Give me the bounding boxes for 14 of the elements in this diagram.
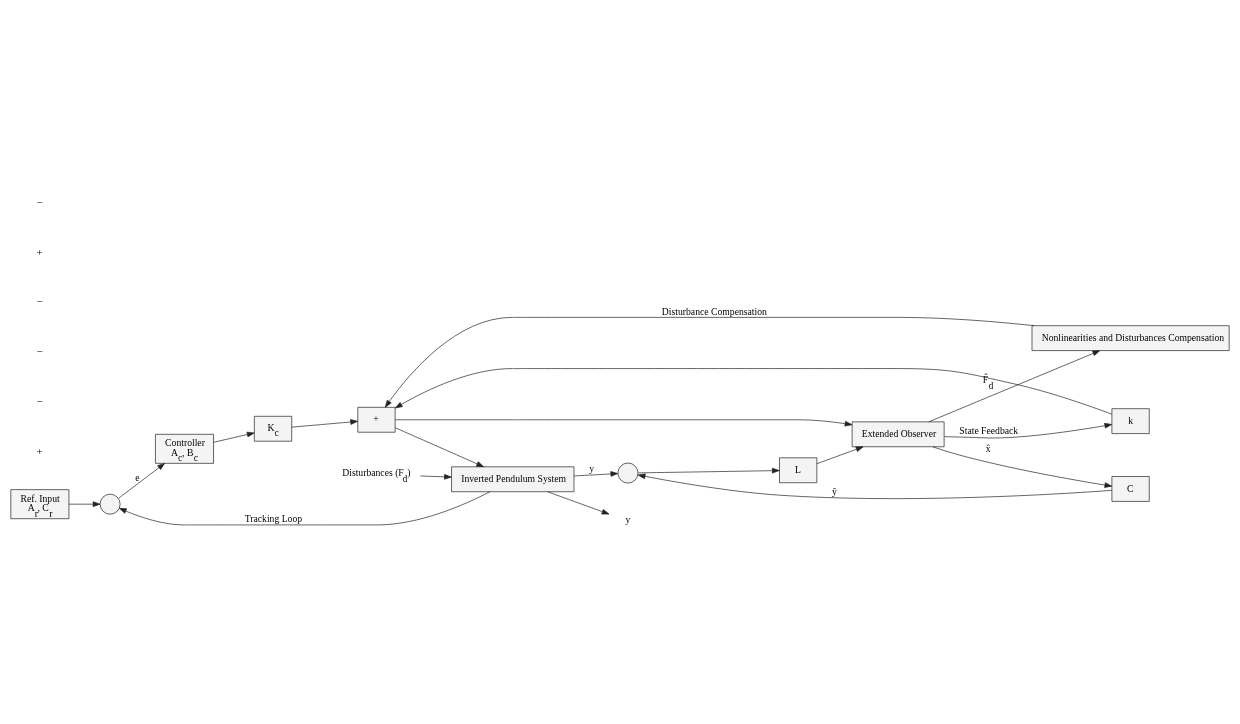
edge-label: e — [135, 471, 140, 483]
edge-label: State Feedback — [959, 425, 1019, 437]
edge-label: x̂ — [985, 443, 991, 455]
node-text: y — [625, 514, 631, 526]
label: − — [36, 195, 43, 208]
label: − — [36, 295, 43, 308]
edge-label: ŷ — [832, 486, 837, 498]
label: − — [36, 395, 43, 408]
label: + — [36, 245, 43, 258]
label: + — [36, 444, 43, 457]
edge-label: Tracking Loop — [244, 513, 303, 525]
edge-label: y — [589, 463, 595, 475]
label: − — [36, 345, 43, 358]
edge-label: Disturbance Compensation — [661, 305, 767, 317]
